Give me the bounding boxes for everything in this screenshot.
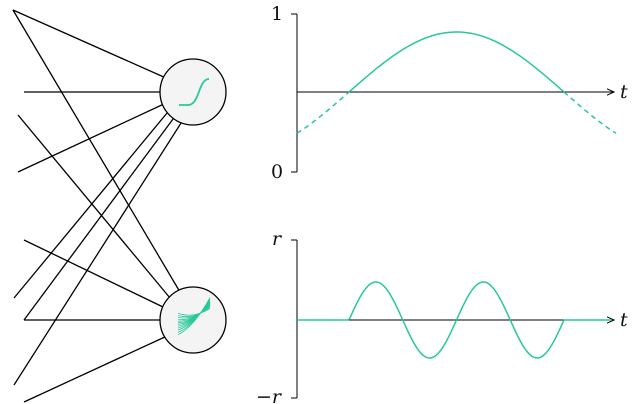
connection-line [17,114,171,299]
connection-line [12,9,181,293]
activation-curve [177,308,211,316]
random-activations-icon [177,297,211,336]
top-y-tick-label-1: 1 [271,3,283,25]
activation-curve [177,306,211,317]
network-connections [12,9,184,403]
top-plot: 1 0 t [271,3,628,183]
activation-curve [177,297,211,336]
top-curve-dashed-left [296,91,350,134]
connection-line [12,9,176,83]
bottom-curve [297,281,612,359]
connection-line [23,335,168,403]
connection-line [13,119,184,386]
bottom-y-tick-label-r: r [272,228,283,250]
bottom-x-axis-label: t [620,309,628,331]
sigmoid-activation-icon [179,78,210,106]
connection-line [13,106,173,299]
activation-curve [177,299,211,331]
connection-line [23,239,164,308]
bottom-plot: r −r t [256,228,628,404]
top-x-axis-label: t [620,81,628,103]
connection-line [23,114,177,321]
activation-curve [177,305,211,319]
top-curve-dashed-right [563,91,617,134]
bottom-y-tick-label-neg-r: −r [256,386,283,404]
top-curve-solid [348,31,564,93]
neuron-top [159,58,227,126]
connection-line [17,102,167,173]
top-y-tick-label-0: 0 [271,161,283,183]
neuron-bottom [159,286,227,354]
